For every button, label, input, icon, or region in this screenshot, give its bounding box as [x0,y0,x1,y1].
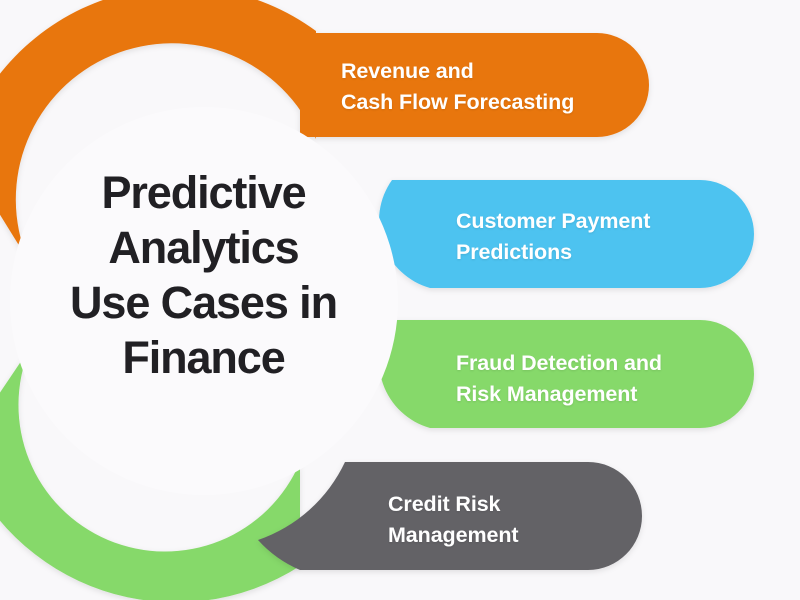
branch-shape-revenue-and-cash-flow-forecasting[interactable] [0,0,649,260]
branch-label-customer-payment-predictions[interactable]: Customer Payment Predictions [456,209,651,264]
branch-shape-credit-risk-management[interactable] [258,462,642,570]
branch-label-fraud-detection-and-risk-management[interactable]: Fraud Detection and Risk Management [456,351,662,406]
branch-label-revenue-and-cash-flow-forecasting[interactable]: Revenue and Cash Flow Forecasting [341,59,575,114]
branch-shape-fraud-detection-and-risk-management[interactable] [0,320,754,600]
center-circle [10,107,398,495]
center-title: Predictive Analytics Use Cases in Financ… [70,167,338,383]
branch-label-credit-risk-management[interactable]: Credit Risk Management [388,492,519,547]
branch-shape-customer-payment-predictions[interactable] [379,180,754,288]
